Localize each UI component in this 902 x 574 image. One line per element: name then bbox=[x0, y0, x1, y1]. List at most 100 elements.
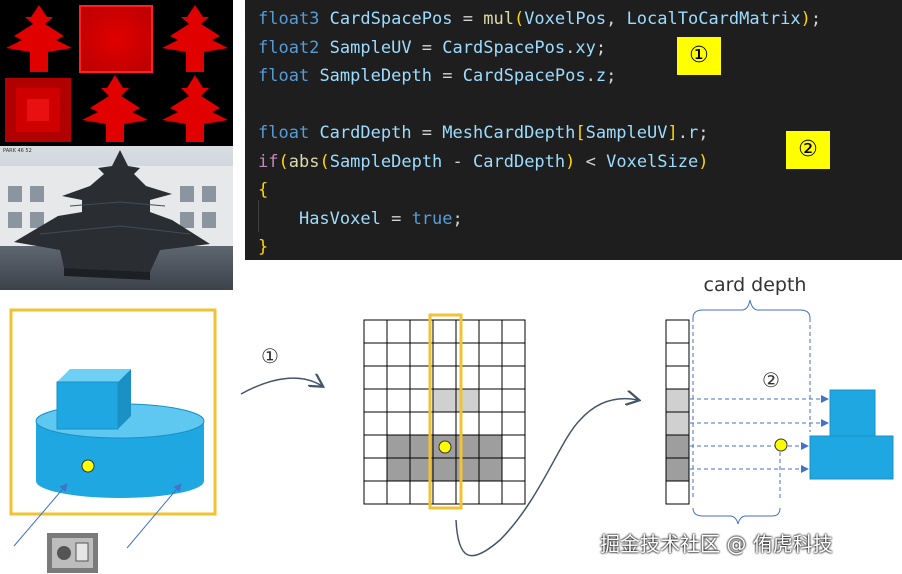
grid-cell bbox=[501, 342, 526, 367]
code-token: CardSpacePos bbox=[462, 66, 586, 86]
grid-cell bbox=[455, 457, 480, 482]
code-token bbox=[309, 66, 319, 86]
target-bottom-block bbox=[809, 435, 894, 480]
grid-cell bbox=[386, 457, 411, 482]
code-line: { bbox=[258, 176, 902, 205]
code-token: z bbox=[595, 66, 607, 86]
grid-cell bbox=[432, 411, 457, 436]
code-token: float bbox=[258, 123, 310, 143]
card-thumb-6 bbox=[162, 75, 228, 142]
code-lines: float3 CardSpacePos = mul(VoxelPos, Loca… bbox=[258, 5, 902, 262]
photo-caption: PARK 46 52 bbox=[3, 148, 32, 154]
voxelization-diagram: ① card depth ② bbox=[0, 262, 902, 574]
grid-cell bbox=[478, 365, 503, 390]
grid-cell bbox=[363, 480, 388, 505]
code-token: , bbox=[606, 9, 627, 29]
code-token: SampleUV bbox=[329, 37, 412, 58]
ray-right bbox=[126, 483, 182, 549]
grid-cell bbox=[501, 365, 526, 390]
card-thumb-4 bbox=[5, 78, 71, 142]
code-token: - bbox=[442, 151, 474, 172]
grid-cell bbox=[363, 411, 388, 436]
step-1-badge: ① bbox=[677, 37, 721, 75]
code-token: float3 bbox=[258, 9, 320, 29]
card-depth-label: card depth bbox=[704, 274, 807, 296]
card-thumb-5 bbox=[82, 75, 148, 142]
code-token: HasVoxel bbox=[298, 208, 381, 229]
code-line: float CardDepth = MeshCardDepth[SampleUV… bbox=[258, 119, 902, 148]
card-thumb-2 bbox=[79, 5, 153, 73]
uv-grid bbox=[363, 319, 526, 505]
code-token: ; bbox=[606, 66, 617, 86]
grid-cell bbox=[478, 388, 503, 413]
target-top-block bbox=[829, 389, 876, 437]
code-token: = bbox=[380, 208, 412, 229]
step-2-label: ② bbox=[762, 368, 780, 392]
depth-cell bbox=[665, 411, 690, 436]
code-token: if bbox=[258, 151, 279, 172]
bottom-brace bbox=[692, 507, 781, 525]
code-token: SampleUV bbox=[585, 123, 668, 143]
depth-cell bbox=[665, 434, 690, 459]
code-line: float3 CardSpacePos = mul(VoxelPos, Loca… bbox=[258, 5, 902, 34]
code-token: ; bbox=[595, 37, 607, 58]
grid-cell bbox=[363, 365, 388, 390]
code-token: SampleDepth bbox=[319, 66, 433, 86]
grid-cell bbox=[478, 480, 503, 505]
code-token: [ bbox=[575, 123, 586, 143]
code-token: } bbox=[258, 237, 269, 257]
code-token: = bbox=[411, 37, 443, 58]
grid-cell bbox=[432, 342, 457, 367]
code-token: ; bbox=[452, 208, 463, 229]
code-line: } bbox=[258, 233, 902, 262]
grid-cell bbox=[455, 319, 480, 344]
code-token: float2 bbox=[258, 37, 320, 58]
step-2-badge: ② bbox=[786, 131, 830, 169]
grid-cell bbox=[432, 457, 457, 482]
code-line: HasVoxel = true; bbox=[258, 205, 902, 234]
code-token: = bbox=[452, 9, 484, 29]
code-token bbox=[319, 9, 329, 29]
step-1-arrow bbox=[240, 378, 322, 395]
code-token: = bbox=[411, 123, 443, 143]
grid-cell bbox=[363, 388, 388, 413]
camera-icon bbox=[47, 533, 98, 573]
grid-to-depth-arrow bbox=[455, 399, 638, 557]
code-line: if(abs(SampleDepth - CardDepth) < VoxelS… bbox=[258, 148, 902, 177]
code-token: xy bbox=[575, 37, 596, 58]
code-token: ; bbox=[810, 9, 822, 29]
code-token: CardDepth bbox=[319, 123, 412, 143]
pagoda-render-photo: PARK 46 52 bbox=[0, 146, 233, 290]
code-token: { bbox=[258, 180, 269, 200]
code-token: CardSpacePos bbox=[329, 9, 453, 29]
code-token: VoxelSize bbox=[606, 151, 699, 172]
code-token: . bbox=[565, 37, 576, 58]
code-token: CardSpacePos bbox=[442, 37, 566, 58]
depth-cell bbox=[665, 319, 690, 344]
grid-cell bbox=[432, 319, 457, 344]
mesh-card-thumbnails bbox=[0, 0, 233, 146]
card-thumb-1 bbox=[6, 5, 72, 72]
grid-cell bbox=[386, 434, 411, 459]
voxel-sample-point bbox=[81, 459, 95, 473]
depth-cell bbox=[665, 480, 690, 505]
grid-cell bbox=[501, 480, 526, 505]
code-token bbox=[319, 38, 329, 58]
code-token: LocalToCardMatrix bbox=[626, 9, 801, 29]
grid-cell bbox=[501, 388, 526, 413]
depth-strip bbox=[665, 319, 690, 505]
depth-cell bbox=[665, 388, 690, 413]
grid-cell bbox=[478, 319, 503, 344]
code-token: ) bbox=[800, 9, 811, 29]
grid-cell bbox=[386, 365, 411, 390]
grid-cell bbox=[501, 434, 526, 459]
grid-cell bbox=[432, 480, 457, 505]
grid-cell bbox=[363, 319, 388, 344]
grid-cell bbox=[386, 480, 411, 505]
code-token: ) bbox=[698, 151, 709, 172]
grid-cell bbox=[363, 457, 388, 482]
grid-cell bbox=[455, 365, 480, 390]
grid-cell bbox=[455, 388, 480, 413]
code-token: ] bbox=[667, 123, 678, 143]
grid-cell bbox=[478, 411, 503, 436]
